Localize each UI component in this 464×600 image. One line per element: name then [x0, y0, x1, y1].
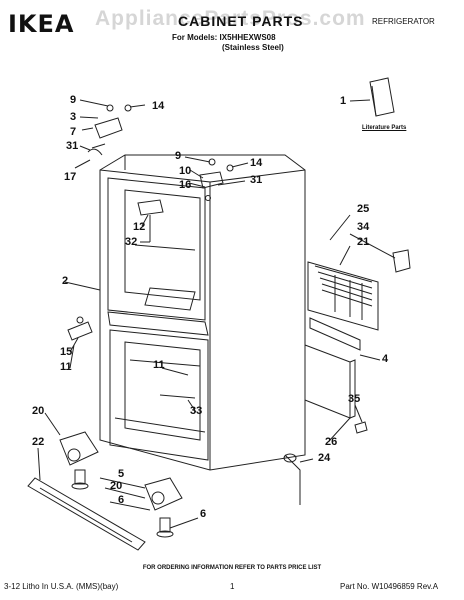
center-bracket: [137, 199, 164, 216]
category-label: REFRIGERATOR: [372, 17, 435, 26]
ordering-note: FOR ORDERING INFORMATION REFER TO PARTS …: [142, 565, 322, 571]
freezer-compartment: [109, 329, 209, 461]
callout-31b: 31: [250, 174, 263, 186]
callout-21: 21: [357, 236, 370, 248]
right-leveling-foot: [159, 517, 171, 533]
part-number: Part No. W10496859 Rev.A: [340, 582, 439, 591]
callout-26: 26: [325, 436, 338, 448]
callout-31: 31: [66, 140, 79, 152]
callout-3: 3: [70, 111, 77, 123]
callout-34: 34: [357, 221, 370, 233]
callout-11: 11: [60, 361, 72, 373]
variant-label: (Stainless Steel): [222, 43, 284, 52]
side-cam: [67, 321, 93, 341]
left-roller-bracket: [59, 431, 99, 466]
callout-20: 20: [32, 405, 45, 417]
callout-14: 14: [152, 100, 165, 112]
callout-33: 33: [190, 405, 203, 417]
center-hinge: [199, 171, 224, 189]
brand-logo: IKEA: [8, 10, 75, 38]
cabinet-body: [99, 154, 306, 471]
callout-25: 25: [357, 203, 370, 215]
page-number: 1: [230, 582, 235, 591]
callout-1: 1: [340, 95, 347, 107]
lower-panel: [304, 344, 351, 419]
callout-12: 12: [133, 221, 146, 233]
left-leveling-foot: [74, 469, 86, 485]
condenser-cover: [307, 261, 379, 331]
page-title: CABINET PARTS: [178, 13, 304, 29]
callout-9: 9: [70, 94, 77, 106]
callout-32: 32: [125, 236, 138, 248]
callout-6: 6: [118, 494, 125, 506]
cabinet-divider: [107, 311, 209, 336]
watermark: AppliancePartsPros.com: [95, 7, 366, 30]
callout-7: 7: [70, 126, 77, 138]
base-grille: [309, 317, 361, 351]
callout-35: 35: [348, 393, 361, 405]
litho-info: 3-12 Litho In U.S.A. (MMS)(bay): [4, 582, 119, 591]
literature-parts-label: Literature Parts: [362, 125, 407, 131]
right-roller-bracket: [144, 477, 183, 511]
front-base-grille: [27, 477, 146, 551]
callout-16: 16: [179, 179, 192, 191]
callout-20b: 20: [110, 480, 123, 492]
models-line: For Models: IX5HHEXWS08: [172, 33, 276, 42]
callout-9b: 9: [175, 150, 182, 162]
cover-bracket: [392, 249, 411, 273]
drain-tube: [284, 454, 301, 505]
callout-5: 5: [118, 468, 125, 480]
callout-2: 2: [62, 275, 69, 287]
callout-14b: 14: [250, 157, 263, 169]
callout-11b: 11: [153, 359, 165, 371]
callout-15: 15: [60, 346, 73, 358]
callout-6b: 6: [200, 508, 207, 520]
upper-left-hinge: [94, 117, 123, 139]
callout-22: 22: [32, 436, 45, 448]
callout-17: 17: [64, 171, 77, 183]
callout-24: 24: [318, 452, 331, 464]
fresh-food-compartment: [107, 177, 206, 321]
cabinet-front-opening: [99, 169, 211, 470]
callout-10: 10: [179, 165, 192, 177]
callout-4: 4: [382, 353, 389, 365]
